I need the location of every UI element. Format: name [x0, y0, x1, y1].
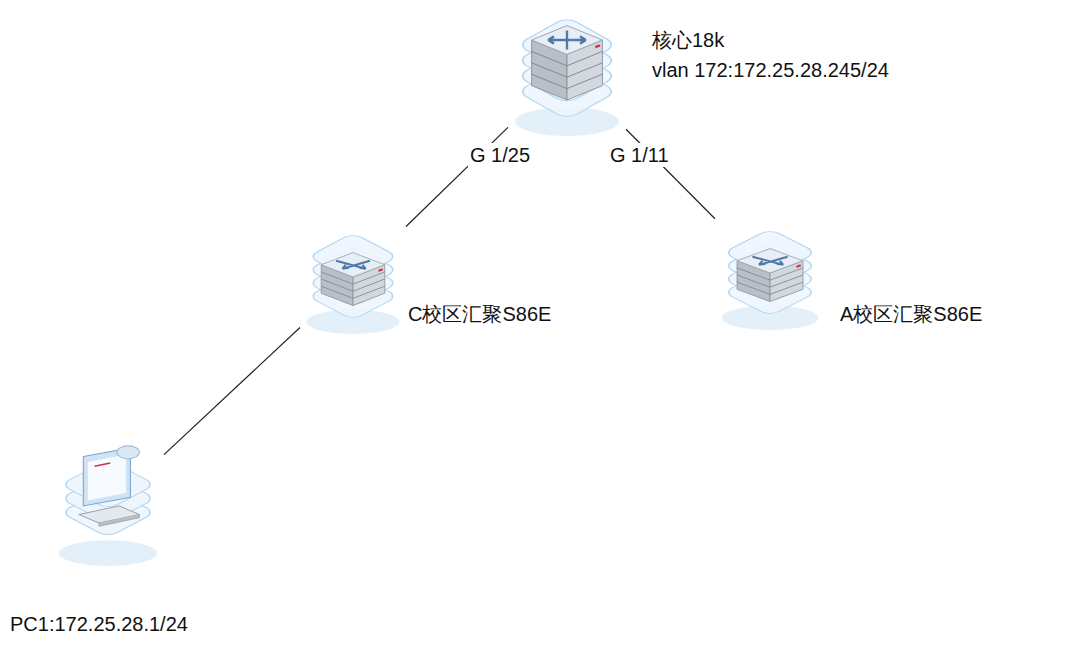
device-label: vlan 172:172.25.28.245/24 — [652, 58, 889, 82]
device-label: 核心18k — [652, 28, 724, 52]
switch-icon — [300, 222, 406, 334]
network-link — [164, 328, 300, 455]
pc-icon — [52, 448, 164, 566]
switch-node: A校区汇聚S86E — [715, 218, 825, 330]
host-node: PC1:172.25.28.1/24 — [52, 448, 164, 566]
core-icon — [508, 4, 626, 136]
switch-node: C校区汇聚S86E — [300, 222, 406, 334]
port-label: G 1/25 — [468, 143, 532, 167]
device-label: PC1:172.25.28.1/24 — [10, 612, 188, 636]
port-label: G 1/11 — [608, 143, 671, 167]
device-label: A校区汇聚S86E — [840, 302, 982, 326]
device-label: C校区汇聚S86E — [408, 302, 551, 326]
switch-icon — [715, 218, 825, 330]
switch-node: 核心18kvlan 172:172.25.28.245/24 — [508, 4, 626, 136]
